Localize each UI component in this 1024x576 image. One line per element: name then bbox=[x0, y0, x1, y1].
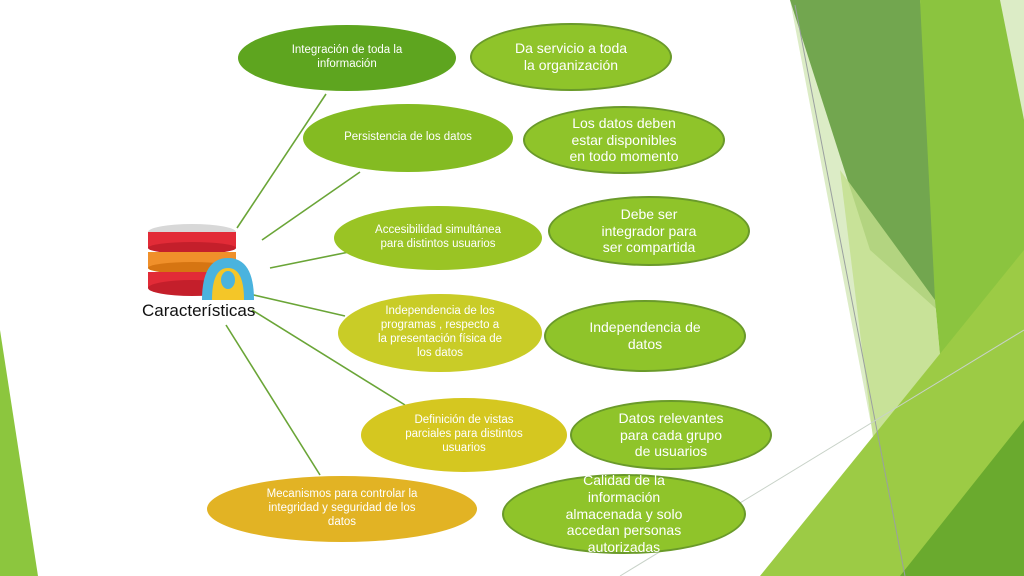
description-node-servicio: Da servicio a toda la organización bbox=[470, 23, 672, 91]
feature-node-accesibilidad: Accesibilidad simultánea para distintos … bbox=[334, 206, 542, 270]
right-bottom-triangle bbox=[760, 250, 1024, 576]
description-node-relevantes: Datos relevantes para cada grupo de usua… bbox=[570, 400, 772, 470]
feature-node-vistas: Definición de vistas parciales para dist… bbox=[361, 398, 567, 472]
feature-node-independencia: Independencia de los programas , respect… bbox=[338, 294, 542, 372]
connector-f5 bbox=[251, 309, 406, 406]
right-thin-line bbox=[794, 4, 906, 576]
feature-text: Mecanismos para controlar la integridad … bbox=[266, 488, 418, 528]
feature-text: Independencia de los programas , respect… bbox=[377, 305, 503, 359]
feature-text: Integración de toda la información bbox=[291, 44, 403, 70]
description-text: Calidad de la información almacenada y s… bbox=[565, 472, 683, 556]
connector-f3 bbox=[269, 251, 350, 269]
feature-text: Definición de vistas parciales para dist… bbox=[405, 414, 523, 454]
center-label: Características bbox=[142, 301, 256, 320]
feature-node-persistencia: Persistencia de los datos bbox=[303, 104, 513, 172]
description-node-independencia: Independencia de datos bbox=[544, 300, 746, 372]
feature-node-integracion: Integración de toda la información bbox=[238, 25, 456, 91]
feature-text: Accesibilidad simultánea para distintos … bbox=[375, 224, 501, 250]
description-text: Los datos deben estar disponibles en tod… bbox=[569, 114, 679, 165]
connector-f4 bbox=[244, 292, 346, 317]
right-bottom-dark-triangle bbox=[900, 420, 1024, 576]
right-dark-band bbox=[790, 0, 960, 330]
feature-node-mecanismos: Mecanismos para controlar la integridad … bbox=[207, 476, 477, 542]
description-text: Da servicio a toda la organización bbox=[514, 40, 628, 73]
database-icon bbox=[148, 224, 254, 300]
description-text: Debe ser integrador para ser compartida bbox=[601, 205, 697, 256]
connector-f1 bbox=[236, 93, 327, 229]
left-green-wedge bbox=[0, 330, 38, 576]
connector-f6 bbox=[225, 324, 321, 476]
description-node-calidad: Calidad de la información almacenada y s… bbox=[502, 472, 746, 556]
description-text: Independencia de datos bbox=[589, 319, 701, 352]
description-node-disponibles: Los datos deben estar disponibles en tod… bbox=[523, 106, 725, 174]
description-node-integrador: Debe ser integrador para ser compartida bbox=[548, 196, 750, 266]
description-text: Datos relevantes para cada grupo de usua… bbox=[618, 409, 724, 460]
connector-f2 bbox=[261, 171, 361, 241]
feature-text: Persistencia de los datos bbox=[344, 131, 472, 144]
